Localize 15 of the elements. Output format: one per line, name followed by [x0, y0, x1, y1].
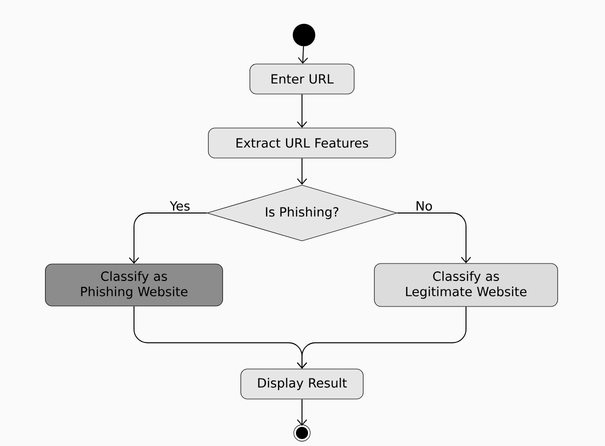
arrow	[296, 306, 466, 369]
arrow	[296, 158, 308, 185]
action-box: Classify as Phishing Website	[45, 264, 223, 306]
action-box: Enter URL	[250, 64, 354, 94]
action-box: Classify as Legitimate Website	[374, 263, 558, 307]
arrow	[128, 212, 208, 264]
arrow	[296, 94, 308, 128]
edge-label: No	[414, 200, 434, 212]
arrow	[298, 46, 308, 64]
action-box: Extract URL Features	[208, 128, 396, 158]
action-box: Display Result	[240, 368, 364, 400]
start-node	[292, 24, 316, 46]
end-node	[294, 424, 310, 442]
arrow	[396, 212, 472, 264]
arrow	[296, 398, 308, 426]
